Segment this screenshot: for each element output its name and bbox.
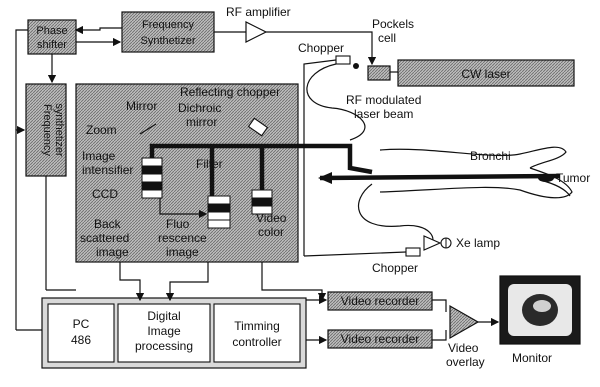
bronchoscope-tip xyxy=(318,172,332,184)
svg-text:Reflecting chopper: Reflecting chopper xyxy=(180,85,280,99)
svg-text:Monitor: Monitor xyxy=(512,351,552,365)
rf-amplifier: RF amplifier xyxy=(214,5,372,64)
line-color-to-recorder xyxy=(262,262,322,300)
svg-text:scattered: scattered xyxy=(80,231,129,245)
image-intensifier-stack xyxy=(142,158,162,198)
phase-shifter-block: Phase shifter xyxy=(28,20,76,54)
video-overlay: Video overlay xyxy=(446,306,485,369)
chopper-top: Chopper xyxy=(298,41,359,69)
svg-text:Bronchi: Bronchi xyxy=(470,149,511,163)
rf-modulated-label: RF modulated laser beam xyxy=(346,93,421,121)
svg-text:image: image xyxy=(166,245,199,259)
camera-block: Reflecting chopper Mirror Dichroic mirro… xyxy=(76,84,298,262)
fluorescence-camera-stack xyxy=(208,196,230,228)
svg-text:Digital: Digital xyxy=(147,309,180,323)
svg-text:image: image xyxy=(96,245,129,259)
bronchi: Bronchi xyxy=(380,147,572,198)
svg-text:intensifier: intensifier xyxy=(82,163,133,177)
frequency-synthetizer-top: Frequency Synthetizer xyxy=(122,12,214,52)
svg-text:controller: controller xyxy=(232,335,281,349)
svg-text:Timming: Timming xyxy=(234,319,280,333)
svg-text:overlay: overlay xyxy=(446,355,485,369)
svg-text:Frequency: Frequency xyxy=(142,19,194,31)
svg-text:processing: processing xyxy=(135,339,193,353)
processing-block: PC 486 Digital Image processing Timming … xyxy=(42,298,306,368)
svg-text:Pockels: Pockels xyxy=(372,17,414,31)
svg-text:Mirror: Mirror xyxy=(126,99,157,113)
svg-text:Image: Image xyxy=(147,324,181,338)
bronchoscope xyxy=(320,176,560,178)
fiber-lamp xyxy=(359,184,433,248)
svg-text:synthetizer: synthetizer xyxy=(53,103,65,157)
line-back-to-dip xyxy=(120,262,140,300)
svg-text:mirror: mirror xyxy=(186,115,217,129)
svg-text:486: 486 xyxy=(71,333,91,347)
svg-text:Chopper: Chopper xyxy=(298,41,344,55)
line-pc-to-freq xyxy=(16,130,24,330)
svg-text:rescence: rescence xyxy=(158,231,207,245)
xe-lamp: Xe lamp xyxy=(424,236,500,250)
svg-text:CW laser: CW laser xyxy=(461,67,510,81)
svg-text:Synthetizer: Synthetizer xyxy=(140,35,195,47)
svg-text:PC: PC xyxy=(73,317,90,331)
svg-text:laser beam: laser beam xyxy=(354,107,413,121)
video-recorder-2: Video recorder xyxy=(328,330,432,348)
pockels-cell xyxy=(368,66,390,80)
svg-text:Xe lamp: Xe lamp xyxy=(456,236,500,250)
svg-text:Back: Back xyxy=(94,217,122,231)
svg-text:Zoom: Zoom xyxy=(86,123,117,137)
line-chopper-bottom xyxy=(304,252,406,256)
color-camera-stack xyxy=(252,190,272,214)
svg-text:Image: Image xyxy=(82,149,116,163)
svg-text:RF amplifier: RF amplifier xyxy=(226,5,291,19)
svg-text:Frequency: Frequency xyxy=(41,104,53,156)
svg-text:cell: cell xyxy=(378,31,396,45)
svg-text:Video recorder: Video recorder xyxy=(341,332,420,346)
svg-text:Chopper: Chopper xyxy=(372,261,418,275)
frequency-synthetizer-left: Frequency synthetizer xyxy=(26,84,66,176)
tumor-label: Tumor xyxy=(556,171,590,185)
svg-text:Video: Video xyxy=(448,341,479,355)
line-synth-to-phase xyxy=(76,28,122,30)
svg-text:Fluo: Fluo xyxy=(166,217,190,231)
monitor: Monitor xyxy=(500,276,580,365)
svg-text:RF modulated: RF modulated xyxy=(346,93,421,107)
svg-text:CCD: CCD xyxy=(92,187,118,201)
line-rec2-overlay xyxy=(432,330,446,340)
pockels-cell-label: Pockels cell xyxy=(372,17,414,45)
svg-text:Filter: Filter xyxy=(196,157,223,171)
fiber-link xyxy=(304,60,336,112)
line-rec1-overlay xyxy=(432,300,446,312)
video-recorder-1: Video recorder xyxy=(328,292,432,310)
tumor-spot xyxy=(538,174,554,182)
svg-text:shifter: shifter xyxy=(37,39,67,51)
svg-text:color: color xyxy=(258,225,284,239)
cw-laser: CW laser xyxy=(398,60,574,86)
line-fluo-to-dip xyxy=(170,262,208,300)
svg-text:Phase: Phase xyxy=(36,25,67,37)
svg-text:Dichroic: Dichroic xyxy=(178,101,221,115)
svg-text:Video recorder: Video recorder xyxy=(341,294,420,308)
